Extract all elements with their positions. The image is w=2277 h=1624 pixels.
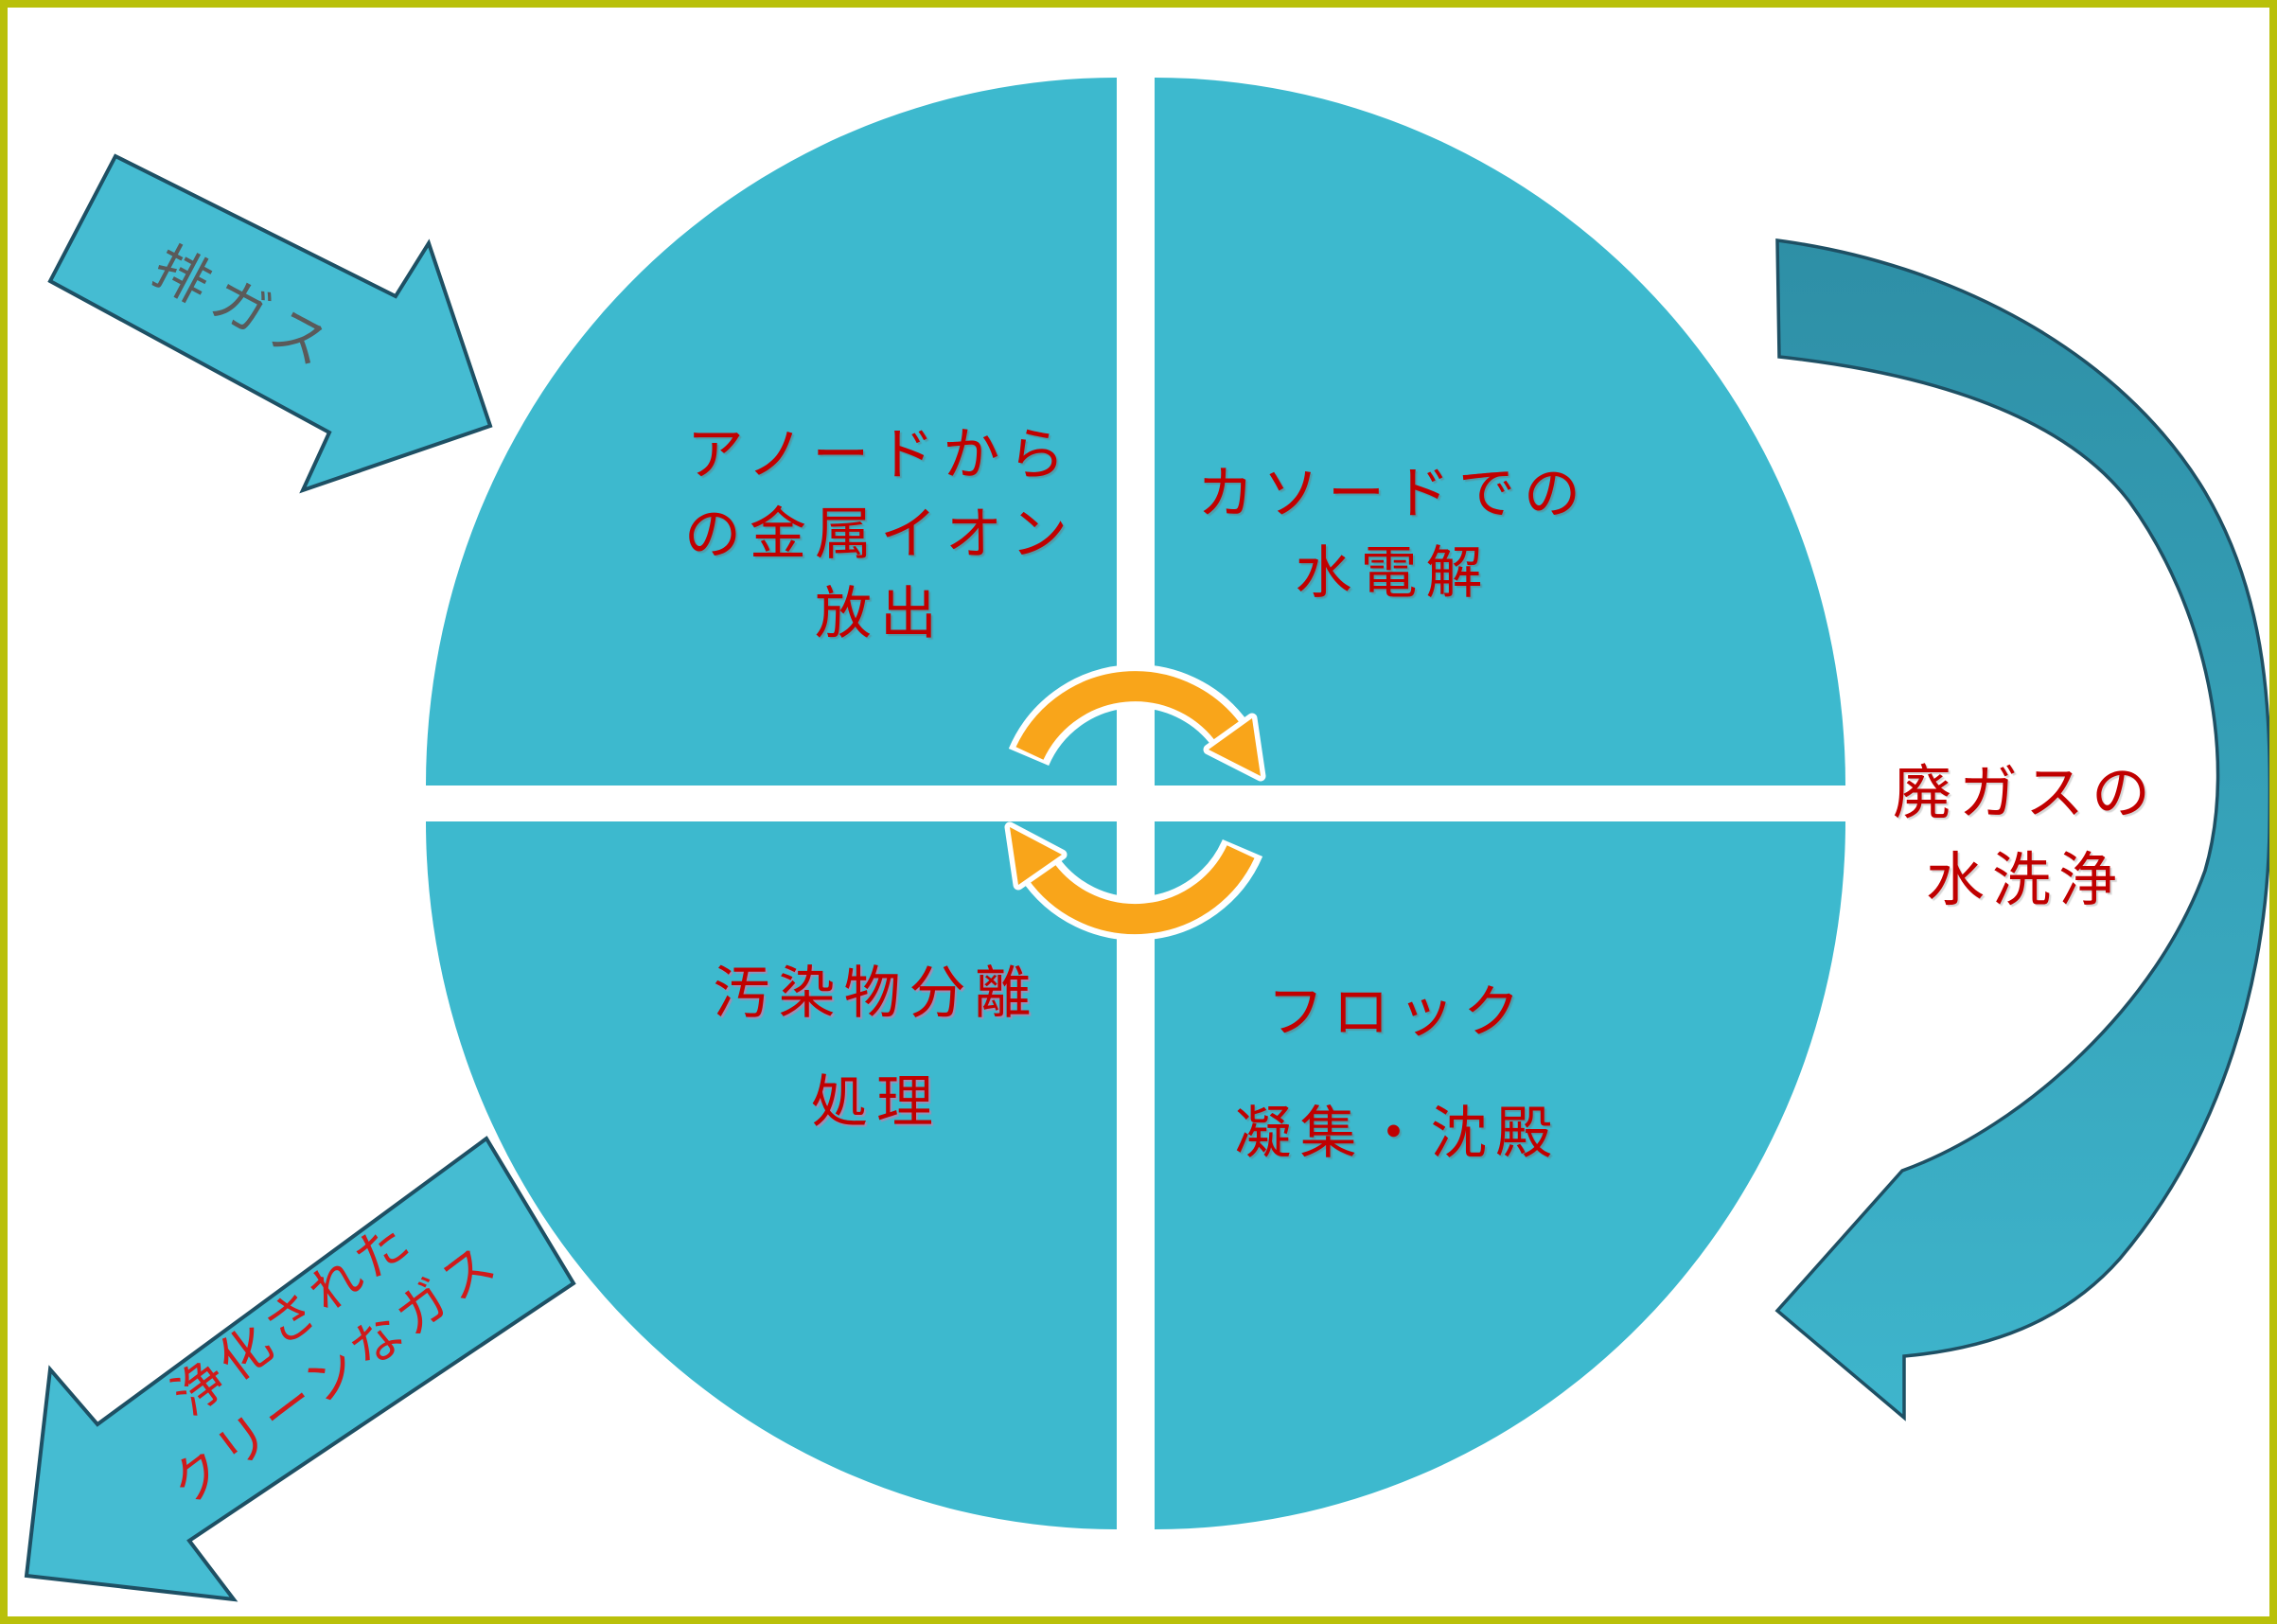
quadrant-label-floc-line1: フロック [1267, 980, 1528, 1046]
quadrant-top-right [1155, 78, 1845, 786]
cycle-arrowhead-right [1203, 713, 1266, 782]
quadrant-label-cathode: カソードでの 水電解 [1197, 454, 1589, 613]
water-scrubbing-label-line1: 廃ガスの [1892, 758, 2159, 827]
quadrant-label-anode-line1: アノードから [686, 422, 1074, 488]
cycle-arrows-icon [1004, 664, 1266, 941]
water-scrubbing-label-line2: 水洗浄 [1925, 845, 2126, 914]
water-scrubbing-label: 廃ガスの 水洗浄 [1893, 750, 2158, 924]
quadrant-label-separation: 汚染物分離 処理 [714, 940, 1040, 1157]
quadrant-top-left [426, 78, 1117, 786]
quadrant-label-anode-line3: 放出 [815, 581, 945, 647]
quadrant-label-separation-line2: 処理 [811, 1069, 942, 1136]
quadrant-label-floc: フロック 凝集・沈殿 [1235, 952, 1562, 1194]
quadrant-bottom-right [1155, 821, 1845, 1529]
quadrant-bottom-left [426, 821, 1117, 1529]
cycle-arc-bottom [1027, 844, 1255, 935]
quadrant-label-anode-line2: の金属イオン [684, 502, 1076, 568]
clean-gas-arrow-icon [24, 1136, 576, 1602]
quadrant-label-floc-line2: 凝集・沈殿 [1234, 1101, 1562, 1167]
quadrant-label-cathode-line1: カソードでの [1197, 461, 1589, 527]
cycle-arc-top [1015, 671, 1242, 761]
water-scrubbing-curved-arrow-icon [1774, 238, 2272, 1421]
inlet-gas-arrow-icon [47, 153, 493, 494]
cycle-arrowhead-left [1004, 821, 1068, 891]
quadrant-label-anode: アノードから の金属イオン 放出 [684, 415, 1076, 654]
quadrant-label-separation-line1: 汚染物分離 [713, 961, 1040, 1027]
quadrant-label-cathode-line2: 水電解 [1295, 540, 1492, 607]
